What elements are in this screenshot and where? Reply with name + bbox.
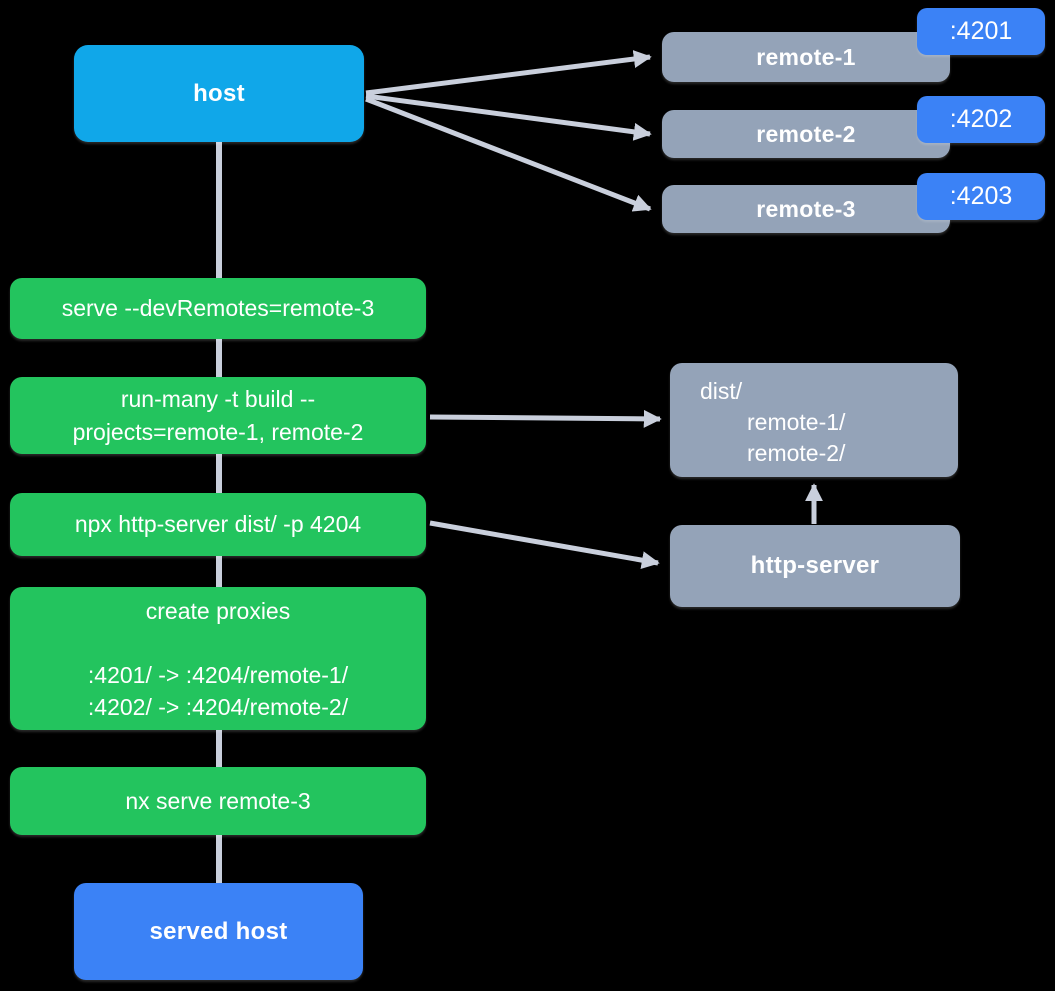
command-text-line-2: projects=remote-1, remote-2 xyxy=(72,418,364,445)
arrow-npx-to-http-server xyxy=(429,520,660,570)
node-dist-folder: dist/ remote-1/ remote-2/ xyxy=(670,363,958,477)
command-serve-devremotes: serve --devRemotes=remote-3 xyxy=(10,278,426,339)
command-text-line-1: run-many -t build -- xyxy=(120,385,316,412)
remote-2-label: remote-2 xyxy=(756,120,856,147)
proxy-mapping-2: :4202/ -> :4204/remote-2/ xyxy=(87,693,349,720)
dist-root-label: dist/ xyxy=(700,378,743,404)
port-badge-4203: :4203 xyxy=(917,173,1045,220)
command-npx-http-server: npx http-server dist/ -p 4204 xyxy=(10,493,426,556)
command-run-many-build: run-many -t build -- projects=remote-1, … xyxy=(10,377,426,454)
served-host-label: served host xyxy=(149,917,288,945)
proxies-title: create proxies xyxy=(145,597,291,624)
arrow-host-to-remote-2 xyxy=(365,93,652,141)
arrow-host-to-remote-3 xyxy=(365,96,652,212)
port-4203-label: :4203 xyxy=(949,182,1013,210)
port-badge-4202: :4202 xyxy=(917,96,1045,143)
port-4202-label: :4202 xyxy=(949,105,1013,133)
node-remote-1: remote-1 xyxy=(662,32,950,82)
node-served-host: served host xyxy=(74,883,363,980)
command-create-proxies: create proxies :4201/ -> :4204/remote-1/… xyxy=(10,587,426,730)
remote-1-label: remote-1 xyxy=(756,43,856,70)
command-text: npx http-server dist/ -p 4204 xyxy=(74,511,362,537)
port-4201-label: :4201 xyxy=(949,17,1013,45)
node-host: host xyxy=(74,45,364,142)
remote-3-label: remote-3 xyxy=(756,195,856,222)
node-remote-2: remote-2 xyxy=(662,110,950,158)
command-nx-serve-remote-3: nx serve remote-3 xyxy=(10,767,426,835)
arrow-host-to-remote-1 xyxy=(365,50,652,96)
node-remote-3: remote-3 xyxy=(662,185,950,233)
dist-remote-1-label: remote-1/ xyxy=(747,409,846,435)
port-badge-4201: :4201 xyxy=(917,8,1045,55)
command-text: nx serve remote-3 xyxy=(125,787,311,814)
http-server-label: http-server xyxy=(750,552,880,579)
host-label: host xyxy=(193,79,245,107)
proxy-mapping-1: :4201/ -> :4204/remote-1/ xyxy=(87,661,349,688)
arrow-run-many-to-dist xyxy=(429,409,662,428)
dist-remote-2-label: remote-2/ xyxy=(747,440,846,466)
node-http-server: http-server xyxy=(670,525,960,607)
command-text: serve --devRemotes=remote-3 xyxy=(61,295,375,321)
